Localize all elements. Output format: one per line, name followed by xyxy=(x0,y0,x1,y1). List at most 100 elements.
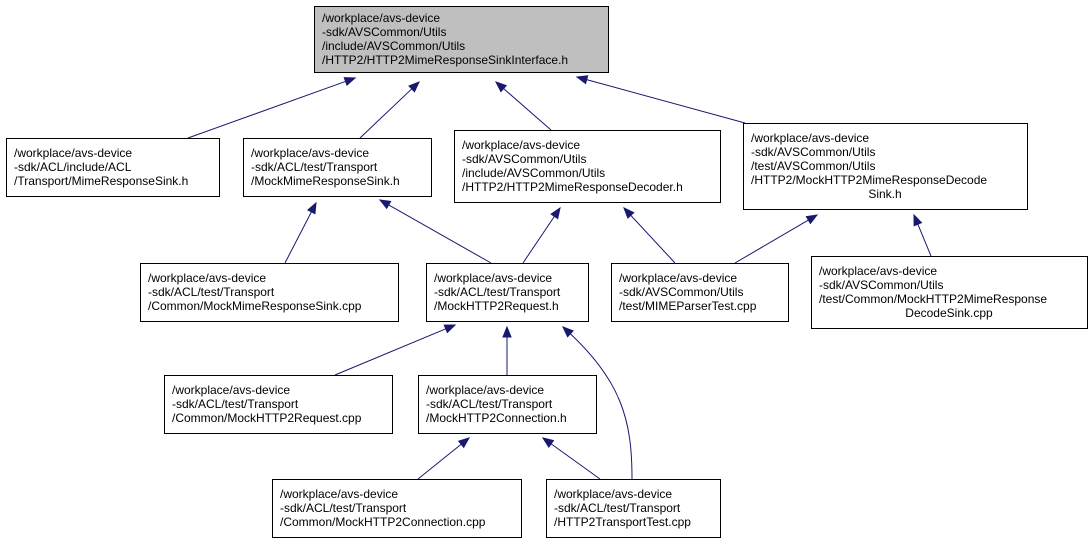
edge-line xyxy=(916,223,932,257)
node-label-line: /MockMimeResponseSink.h xyxy=(251,174,400,188)
node-label-line: -sdk/ACL/test/Transport xyxy=(251,160,378,174)
node-root[interactable]: /workplace/avs-device-sdk/AVSCommon/Util… xyxy=(314,6,609,73)
node-box xyxy=(140,263,399,322)
edge-line xyxy=(387,204,492,264)
node-label-line: /include/AVSCommon/Utils xyxy=(322,39,465,53)
edge-line xyxy=(284,210,313,264)
node-label-line: /HTTP2/HTTP2MimeResponseSinkInterface.h xyxy=(322,53,568,67)
node-label-line: /workplace/avs-device xyxy=(280,487,398,501)
node-mock-http2-connection-cpp[interactable]: /workplace/avs-device-sdk/ACL/test/Trans… xyxy=(272,479,522,538)
node-box xyxy=(6,138,220,197)
edge-line xyxy=(562,326,633,480)
node-label-line: /workplace/avs-device xyxy=(819,264,937,278)
node-mock-decode-sink-h[interactable]: /workplace/avs-device-sdk/AVSCommon/Util… xyxy=(743,123,1028,210)
edge-mock-decode-sink-cpp-to-mock-decode-sink-h xyxy=(913,213,932,257)
edges-layer xyxy=(187,75,932,480)
node-mock-mime-sink-h[interactable]: /workplace/avs-device-sdk/ACL/test/Trans… xyxy=(243,138,432,197)
node-label-line: /Transport/MimeResponseSink.h xyxy=(14,174,188,188)
node-mime-parser-test[interactable]: /workplace/avs-device-sdk/AVSCommon/Util… xyxy=(611,263,789,322)
node-label-line: Sink.h xyxy=(868,187,901,201)
edge-acl-mime-sink-to-root xyxy=(187,77,357,139)
node-label-line: /workplace/avs-device xyxy=(148,271,266,285)
edge-mock-http2-connection-h-to-mock-http2-request-h xyxy=(502,325,512,375)
node-label-line: /workplace/avs-device xyxy=(751,131,869,145)
edge-arrowhead xyxy=(378,199,392,210)
node-label-line: -sdk/ACL/include/ACL xyxy=(14,160,132,174)
node-label-line: -sdk/AVSCommon/Utils xyxy=(751,145,875,159)
node-mock-mime-sink-cpp[interactable]: /workplace/avs-device-sdk/ACL/test/Trans… xyxy=(140,263,399,322)
node-label-line: /workplace/avs-device xyxy=(426,383,544,397)
node-label-line: -sdk/ACL/test/Transport xyxy=(434,285,561,299)
nodes-layer: /workplace/avs-device-sdk/AVSCommon/Util… xyxy=(6,6,1088,538)
edge-mock-http2-connection-cpp-to-mock-http2-connection-h xyxy=(417,437,471,480)
node-box xyxy=(418,375,597,434)
edge-line xyxy=(187,80,347,139)
edge-line xyxy=(359,87,413,139)
edge-mock-mime-sink-h-to-root xyxy=(359,81,420,139)
edge-arrowhead xyxy=(408,81,420,93)
node-http2-transport-test[interactable]: /workplace/avs-device-sdk/ACL/test/Trans… xyxy=(546,479,721,538)
node-label-line: /Common/MockHTTP2Request.cpp xyxy=(172,411,362,425)
node-label-line: /MockHTTP2Connection.h xyxy=(426,411,567,425)
edge-line xyxy=(585,78,746,124)
edge-mime-parser-test-to-mock-decode-sink-h xyxy=(734,214,819,264)
node-label-line: -sdk/AVSCommon/Utils xyxy=(619,285,743,299)
node-label-line: /workplace/avs-device xyxy=(619,271,737,285)
edge-line xyxy=(502,87,552,131)
edge-http2-transport-test-to-mock-http2-request-h xyxy=(562,326,633,480)
node-label-line: /workplace/avs-device xyxy=(554,487,672,501)
edge-arrowhead xyxy=(913,213,923,227)
node-label-line: /test/MIMEParserTest.cpp xyxy=(619,299,757,313)
node-label-line: /workplace/avs-device xyxy=(322,11,440,25)
edge-line xyxy=(629,214,676,264)
node-mock-decode-sink-cpp[interactable]: /workplace/avs-device-sdk/AVSCommon/Util… xyxy=(811,256,1088,329)
edge-arrowhead xyxy=(502,325,512,338)
node-label-line: -sdk/ACL/test/Transport xyxy=(172,397,299,411)
node-label-line: /Common/MockMimeResponseSink.cpp xyxy=(148,299,362,313)
node-label-line: /HTTP2/HTTP2MimeResponseDecoder.h xyxy=(462,180,683,194)
edge-line xyxy=(334,328,447,376)
node-box xyxy=(164,375,393,434)
node-mock-http2-request-h[interactable]: /workplace/avs-device-sdk/ACL/test/Trans… xyxy=(426,263,589,322)
node-box xyxy=(426,263,589,322)
node-box xyxy=(314,6,609,73)
node-box xyxy=(272,479,522,538)
node-label-line: /test/Common/MockHTTP2MimeResponse xyxy=(819,292,1047,306)
edge-arrowhead xyxy=(623,207,635,219)
node-box xyxy=(243,138,432,197)
node-label-line: /workplace/avs-device xyxy=(462,138,580,152)
node-label-line: -sdk/ACL/test/Transport xyxy=(426,397,553,411)
node-label-line: -sdk/ACL/test/Transport xyxy=(280,501,407,515)
node-label-line: -sdk/AVSCommon/Utils xyxy=(462,152,586,166)
edge-arrowhead xyxy=(562,326,574,338)
node-label-line: -sdk/ACL/test/Transport xyxy=(148,285,275,299)
edge-line xyxy=(734,219,810,264)
node-mock-http2-request-cpp[interactable]: /workplace/avs-device-sdk/ACL/test/Trans… xyxy=(164,375,393,434)
node-label-line: -sdk/AVSCommon/Utils xyxy=(819,278,943,292)
edge-arrowhead xyxy=(443,324,457,334)
node-label-line: /workplace/avs-device xyxy=(172,383,290,397)
node-label-line: DecodeSink.cpp xyxy=(905,306,993,320)
edge-arrowhead xyxy=(550,206,561,220)
node-label-line: /test/AVSCommon/Utils xyxy=(751,159,875,173)
node-label-line: /HTTP2TransportTest.cpp xyxy=(554,515,691,529)
node-box xyxy=(743,123,1028,210)
edge-line xyxy=(417,443,463,480)
edge-arrowhead xyxy=(494,81,508,93)
node-label-line: /Common/MockHTTP2Connection.cpp xyxy=(280,515,486,529)
edge-line xyxy=(550,442,601,480)
edge-arrowhead xyxy=(541,437,555,448)
edge-http2-transport-test-to-mock-http2-connection-h xyxy=(541,437,601,480)
edge-arrowhead xyxy=(805,214,819,225)
node-box xyxy=(546,479,721,538)
node-mime-decoder-h[interactable]: /workplace/avs-device-sdk/AVSCommon/Util… xyxy=(454,130,721,203)
node-acl-mime-sink[interactable]: /workplace/avs-device-sdk/ACL/include/AC… xyxy=(6,138,220,197)
node-mock-http2-connection-h[interactable]: /workplace/avs-device-sdk/ACL/test/Trans… xyxy=(418,375,597,434)
node-label-line: /workplace/avs-device xyxy=(14,146,132,160)
edge-mock-mime-sink-cpp-to-mock-mime-sink-h xyxy=(284,201,317,264)
edge-mock-http2-request-cpp-to-mock-http2-request-h xyxy=(334,324,457,376)
edge-arrowhead xyxy=(306,201,317,215)
node-label-line: -sdk/AVSCommon/Utils xyxy=(322,25,446,39)
node-box xyxy=(454,130,721,203)
